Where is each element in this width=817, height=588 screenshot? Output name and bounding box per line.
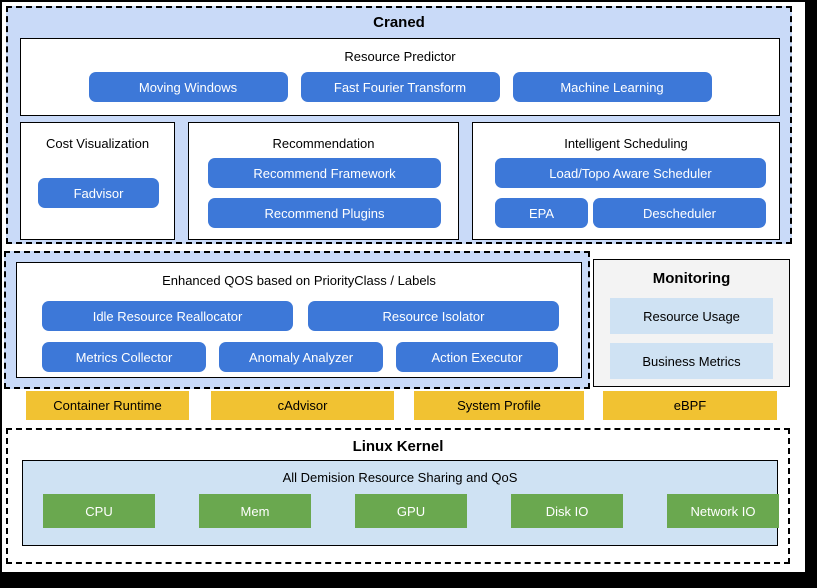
intelligent-scheduling-title: Intelligent Scheduling bbox=[564, 136, 688, 151]
node-metrics-collector: Metrics Collector bbox=[42, 342, 206, 372]
enhanced-qos-title: Enhanced QOS based on PriorityClass / La… bbox=[162, 273, 436, 288]
node-fadvisor: Fadvisor bbox=[38, 178, 159, 208]
node-anomaly-analyzer: Anomaly Analyzer bbox=[219, 342, 383, 372]
node-network-io: Network IO bbox=[667, 494, 779, 528]
node-moving-windows: Moving Windows bbox=[88, 72, 288, 102]
craned-section: Craned Resource Predictor Moving Windows… bbox=[6, 6, 792, 244]
recommendation-box: Recommendation Recommend Framework Recom… bbox=[188, 122, 459, 240]
node-recommend-plugins: Recommend Plugins bbox=[208, 198, 441, 228]
node-recommend-framework: Recommend Framework bbox=[208, 158, 441, 188]
linux-kernel-section: Linux Kernel All Demision Resource Shari… bbox=[6, 428, 790, 564]
node-machine-learning: Machine Learning bbox=[512, 72, 712, 102]
node-descheduler: Descheduler bbox=[593, 198, 766, 228]
node-load-topo-aware-scheduler: Load/Topo Aware Scheduler bbox=[495, 158, 766, 188]
node-business-metrics: Business Metrics bbox=[610, 343, 773, 379]
craned-sub-panels: Cost Visualization Fadvisor Recommendati… bbox=[20, 122, 780, 240]
resource-predictor-title: Resource Predictor bbox=[344, 49, 456, 64]
craned-title: Craned bbox=[373, 14, 425, 31]
node-container-runtime: Container Runtime bbox=[26, 391, 189, 420]
recommendation-title: Recommendation bbox=[272, 136, 375, 151]
cost-visualization-box: Cost Visualization Fadvisor bbox=[20, 122, 175, 240]
node-action-executor: Action Executor bbox=[396, 342, 558, 372]
node-disk-io: Disk IO bbox=[511, 494, 623, 528]
cost-visualization-title: Cost Visualization bbox=[45, 136, 150, 151]
node-resource-isolator: Resource Isolator bbox=[308, 301, 559, 331]
node-epa: EPA bbox=[495, 198, 588, 228]
resource-sharing-title: All Demision Resource Sharing and QoS bbox=[282, 470, 518, 485]
node-gpu: GPU bbox=[355, 494, 467, 528]
linux-kernel-title: Linux Kernel bbox=[352, 438, 444, 455]
enhanced-qos-box: Enhanced QOS based on PriorityClass / La… bbox=[16, 262, 582, 378]
qos-section: Enhanced QOS based on PriorityClass / La… bbox=[4, 251, 590, 389]
intelligent-scheduling-box: Intelligent Scheduling Load/Topo Aware S… bbox=[472, 122, 780, 240]
node-mem: Mem bbox=[199, 494, 311, 528]
qos-row-2: Metrics Collector Anomaly Analyzer Actio… bbox=[42, 342, 558, 372]
node-system-profile: System Profile bbox=[414, 391, 584, 420]
node-resource-usage: Resource Usage bbox=[610, 298, 773, 334]
node-ebpf: eBPF bbox=[603, 391, 777, 420]
resource-predictor-box: Resource Predictor Moving Windows Fast F… bbox=[20, 38, 780, 116]
node-fast-fourier-transform: Fast Fourier Transform bbox=[300, 72, 500, 102]
diagram-canvas: Craned Resource Predictor Moving Windows… bbox=[2, 2, 805, 572]
resource-sharing-box: All Demision Resource Sharing and QoS CP… bbox=[22, 460, 779, 546]
monitoring-box: Monitoring Resource Usage Business Metri… bbox=[593, 259, 790, 387]
node-cadvisor: cAdvisor bbox=[211, 391, 394, 420]
qos-row-1: Idle Resource Reallocator Resource Isola… bbox=[42, 301, 559, 331]
node-idle-resource-reallocator: Idle Resource Reallocator bbox=[42, 301, 293, 331]
monitoring-title: Monitoring bbox=[652, 270, 731, 287]
node-cpu: CPU bbox=[43, 494, 155, 528]
resource-predictor-buttons: Moving Windows Fast Fourier Transform Ma… bbox=[21, 72, 779, 102]
